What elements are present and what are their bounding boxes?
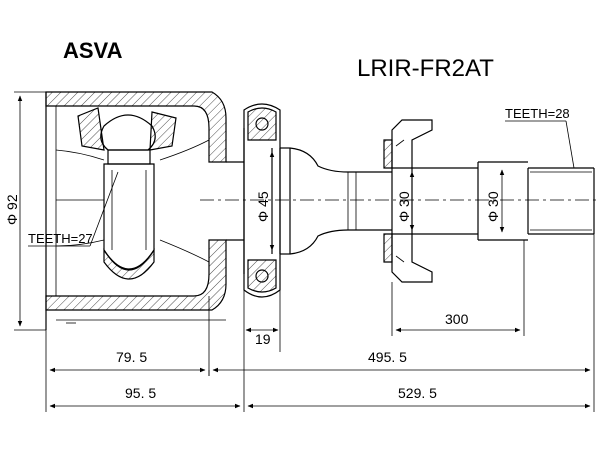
dia-30-b-label: Φ 30 xyxy=(485,191,501,222)
teeth-27-callout: TEETH=27 xyxy=(28,171,119,247)
dimension-dia-30-b: Φ 30 xyxy=(485,169,505,233)
dimension-19: 19 xyxy=(243,290,281,352)
brand-label: ASVA xyxy=(63,38,123,63)
dim-79-5-label: 79. 5 xyxy=(116,349,147,365)
teeth-28-callout: TEETH=28 xyxy=(505,106,575,169)
dimension-95-5: 95. 5 xyxy=(49,352,245,412)
dia-30-a-label: Φ 30 xyxy=(396,191,412,222)
dim-95-5-label: 95. 5 xyxy=(125,385,156,401)
dimension-300: 300 xyxy=(391,240,525,336)
spline-shaft xyxy=(412,161,595,241)
dim-300-label: 300 xyxy=(445,311,469,327)
outer-housing xyxy=(45,91,245,330)
dim-529-5-label: 529. 5 xyxy=(398,385,437,401)
dimension-dia-30-a: Φ 30 xyxy=(396,171,415,231)
dimension-495-5: 495. 5 xyxy=(208,234,595,412)
dimension-dia-92: Φ 92 xyxy=(4,91,46,331)
tripod-assembly xyxy=(77,107,177,280)
dim-495-5-label: 495. 5 xyxy=(368,349,407,365)
dia-45-label: Φ 45 xyxy=(255,191,271,222)
teeth-28-label: TEETH=28 xyxy=(505,106,570,121)
dim-19-label: 19 xyxy=(255,331,271,347)
drive-shaft xyxy=(289,147,392,255)
dia-92-label: Φ 92 xyxy=(4,194,20,225)
part-number-label: LRIR-FR2AT xyxy=(357,55,494,82)
teeth-27-label: TEETH=27 xyxy=(28,231,93,246)
dimension-dia-45: Φ 45 xyxy=(255,151,275,251)
dimension-529-5: 529. 5 xyxy=(247,385,591,409)
dimension-79-5: 79. 5 xyxy=(45,296,210,412)
